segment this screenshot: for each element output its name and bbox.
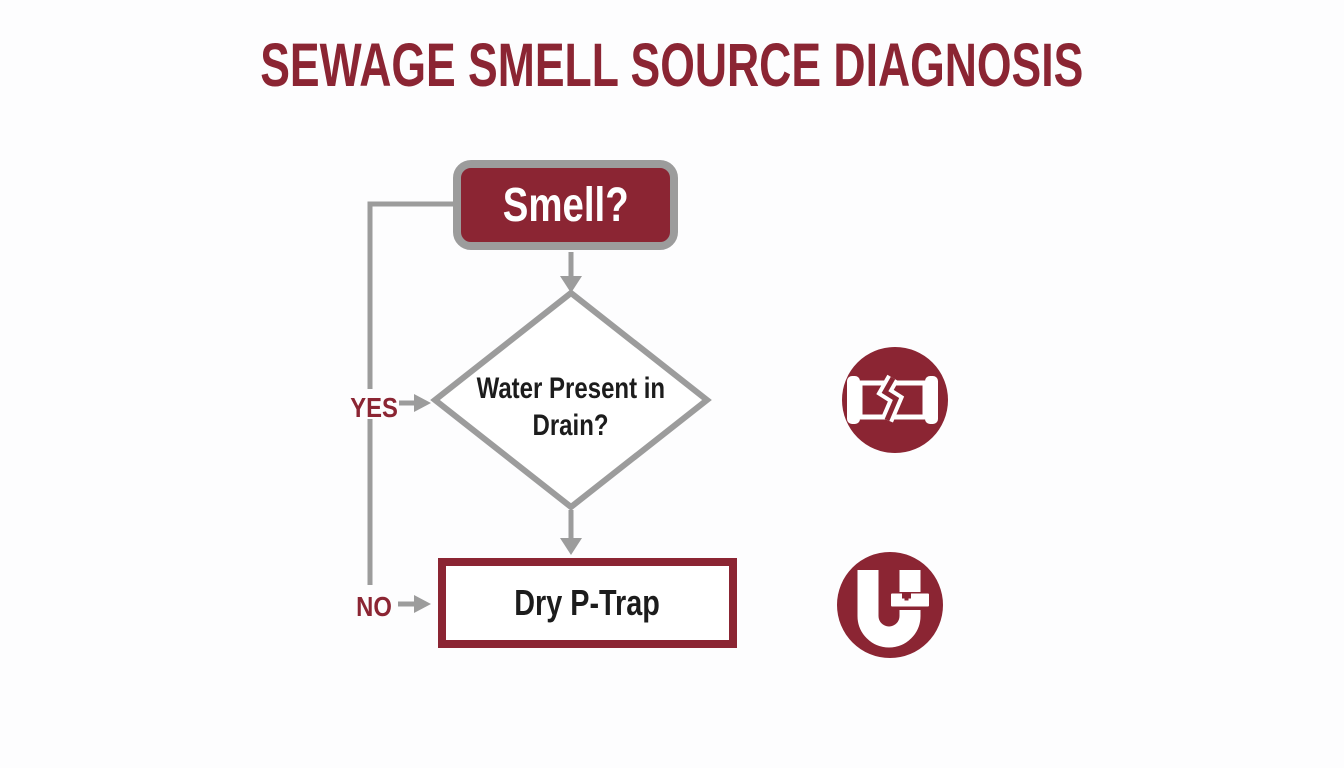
broken-pipe-icon (840, 345, 950, 460)
arrow-no-head (414, 595, 431, 613)
arrow-smell-to-decision-head (560, 276, 582, 293)
node-smell: Smell? (453, 160, 678, 250)
node-water-present: Water Present in Drain? (431, 370, 711, 444)
arrow-decision-to-result-head (560, 538, 582, 555)
p-trap-icon (835, 550, 945, 665)
node-dry-p-trap-label: Dry P-Trap (514, 582, 661, 623)
arrow-yes-head (414, 394, 431, 412)
broken-pipe-icon-svg (842, 347, 948, 453)
connector-smell-left-elbow (367, 201, 456, 389)
edge-label-yes: YES (350, 392, 398, 423)
page-title: SEWAGE SMELL SOURCE DIAGNOSIS (0, 33, 1344, 97)
page-title-text: SEWAGE SMELL SOURCE DIAGNOSIS (260, 30, 1084, 99)
decision-diamond-shape (430, 289, 712, 511)
node-water-present-line2: Drain? (532, 409, 609, 442)
node-dry-p-trap: Dry P-Trap (438, 558, 737, 648)
p-trap-icon-svg (837, 552, 943, 658)
edge-label-no: NO (356, 591, 392, 622)
node-water-present-line1: Water Present in (476, 372, 666, 405)
node-smell-label: Smell? (502, 178, 629, 232)
